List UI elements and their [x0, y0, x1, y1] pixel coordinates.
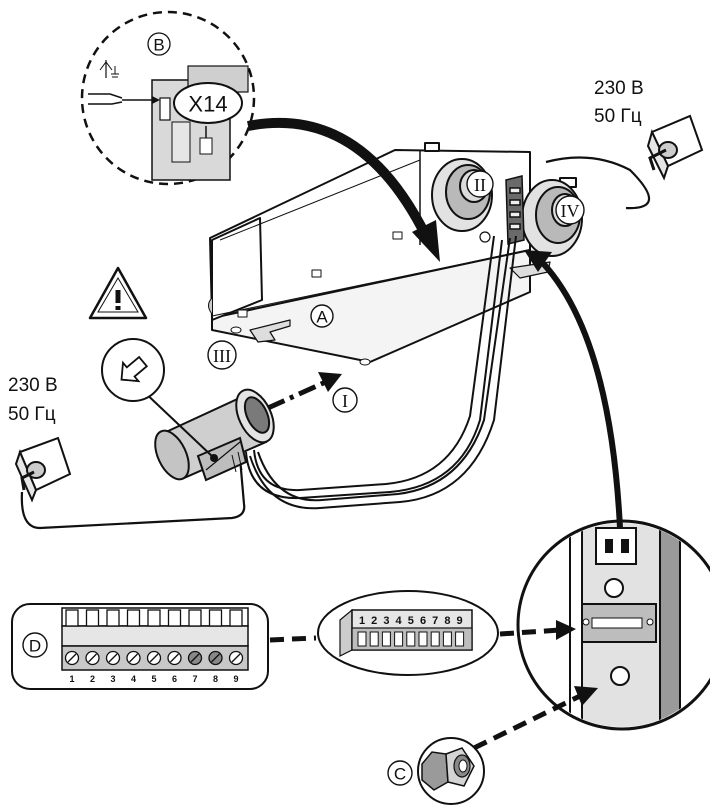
- dash-d-to-plug: [269, 635, 317, 643]
- arrow-socket-to-unit: [524, 250, 623, 529]
- label-a-marker: A: [310, 304, 334, 328]
- terminal-tooth: [106, 609, 120, 627]
- terminal-pin-number: 9: [233, 674, 238, 684]
- terminal-x14-label: X14: [188, 92, 227, 117]
- terminal-teeth: [65, 609, 243, 627]
- terminal-screw-slot: [149, 653, 159, 663]
- arrow-heater-to-unit: [266, 372, 342, 411]
- terminal-screw-slot: [231, 653, 241, 663]
- label-ii: II: [474, 175, 486, 195]
- terminal-pin-number: 2: [90, 674, 95, 684]
- terminal-pin-number: 6: [172, 674, 177, 684]
- connector-pin-number: 7: [432, 615, 438, 627]
- duct-heater: [154, 388, 275, 482]
- terminal-screw-slot: [170, 653, 179, 663]
- power-right-frequency: 50 Гц: [594, 106, 642, 127]
- label-iv-marker: IV: [555, 195, 585, 225]
- terminal-screw-slot: [190, 653, 200, 663]
- unit-connector-panel: [505, 175, 525, 245]
- heater-cables: [245, 235, 517, 510]
- terminal-pin-numbers: 1 2 3 4 5 6 7 8 9: [69, 674, 238, 684]
- label-iv: IV: [561, 201, 580, 221]
- terminal-tooth: [85, 609, 100, 627]
- terminal-block-d: 1 2 3 4 5 6 7 8 9 D: [11, 603, 269, 690]
- label-iii: III: [213, 346, 231, 366]
- connector-pin-number: 5: [408, 615, 414, 627]
- terminal-pin-number: 5: [151, 674, 156, 684]
- terminal-screw-slot: [67, 653, 77, 663]
- label-a: A: [316, 308, 328, 327]
- terminal-pin-number: 3: [110, 674, 115, 684]
- connector-slot: [455, 631, 465, 647]
- terminal-tooth: [65, 609, 79, 627]
- label-b: B: [153, 36, 164, 55]
- terminal-tooth: [188, 609, 202, 627]
- fitting-c: C: [387, 737, 485, 805]
- label-iii-marker: III: [207, 340, 237, 370]
- connector-pin-number: 8: [444, 615, 450, 627]
- power-plug-right: [545, 114, 704, 210]
- terminal-pin-number: 1: [69, 674, 74, 684]
- arrow-b-to-unit: [247, 117, 440, 262]
- warning-icon: [88, 266, 148, 320]
- terminal-screw-slot: [129, 653, 138, 663]
- power-left-frequency: 50 Гц: [8, 404, 56, 425]
- dash-plug-to-socket: [499, 620, 576, 640]
- dash-c-to-socket: [472, 686, 598, 751]
- detail-socket: [516, 519, 710, 731]
- terminal-screw-slot: [88, 653, 97, 663]
- connector-pin-number: 2: [371, 615, 377, 627]
- label-i-marker: I: [332, 387, 358, 413]
- terminal-pin-number: 8: [213, 674, 218, 684]
- terminal-screws: [64, 650, 244, 666]
- terminal-tooth: [208, 609, 223, 627]
- connector-slot: [369, 631, 379, 647]
- label-c: C: [394, 765, 406, 784]
- connector-pin-number: 4: [396, 615, 403, 627]
- terminal-screw-slot: [108, 653, 118, 663]
- power-plug-left: [14, 436, 246, 530]
- connector-pin-number: 6: [420, 615, 426, 627]
- label-i: I: [342, 391, 348, 411]
- connector-slot: [406, 631, 416, 647]
- connector-slot: [357, 631, 367, 647]
- label-ii-marker: II: [466, 170, 494, 198]
- connector-pin-number: 1: [359, 615, 365, 627]
- detail-b: X14 B: [80, 10, 256, 186]
- connector-pin-number: 9: [457, 615, 463, 627]
- connector-slot: [381, 631, 391, 647]
- terminal-tooth: [229, 609, 243, 627]
- terminal-pin-number: 4: [131, 674, 136, 684]
- terminal-pin-number: 7: [192, 674, 197, 684]
- connector-slot: [430, 631, 440, 647]
- terminal-tooth: [167, 609, 182, 627]
- connector-slots: [357, 631, 465, 647]
- power-left-voltage: 230 В: [8, 375, 58, 396]
- connector-slot: [418, 631, 428, 647]
- power-right-voltage: 230 В: [594, 78, 644, 99]
- terminal-tooth: [126, 609, 141, 627]
- label-d: D: [29, 637, 41, 656]
- terminal-tooth: [147, 609, 161, 627]
- terminal-screw-slot: [211, 653, 220, 663]
- connector-slot: [394, 631, 404, 647]
- connector-slot: [442, 631, 452, 647]
- connector-pin-number: 3: [383, 615, 389, 627]
- cylinder-callout: [101, 338, 218, 462]
